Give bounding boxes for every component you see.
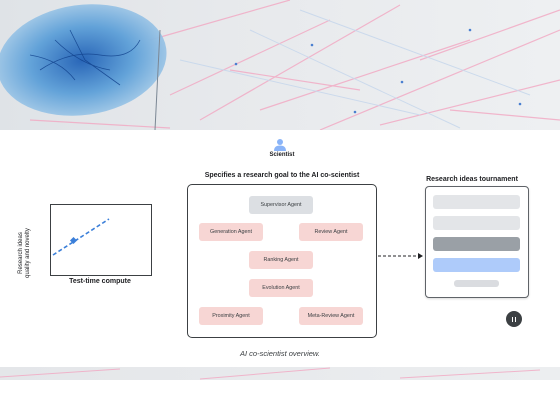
- tournament-label: Research ideas tournament: [426, 176, 518, 183]
- chart-ylabel-line2: quality and novelty: [25, 228, 31, 278]
- arrow-right-icon: [378, 253, 423, 259]
- meta-review-agent: Meta-Review Agent: [299, 307, 363, 325]
- chart-ylabel-line1: Research ideas: [18, 232, 24, 274]
- ranking-agent: Ranking Agent: [249, 251, 313, 269]
- bottom-illustration: [0, 367, 541, 380]
- idea-bar: [433, 195, 520, 209]
- idea-button: [454, 280, 499, 287]
- idea-bar-selected: [433, 237, 520, 251]
- figure-caption: AI co-scientist overview.: [239, 349, 321, 358]
- chart-ylabel: Research ideas quality and novelty: [18, 218, 42, 288]
- review-agent: Review Agent: [299, 223, 363, 241]
- supervisor-agent: Supervisor Agent: [249, 196, 313, 214]
- bottom-spacer: [0, 380, 560, 404]
- co-scientist-panel: Supervisor Agent Generation Agent Review…: [187, 184, 377, 338]
- hero-image: [0, 0, 560, 130]
- pause-icon: [514, 316, 517, 322]
- hero-illustration: [0, 0, 560, 130]
- idea-bar: [433, 216, 520, 230]
- chart-xlabel: Test-time compute: [69, 278, 131, 285]
- pause-icon: [511, 316, 514, 322]
- bottom-image-strip: [0, 367, 560, 404]
- pause-button[interactable]: [506, 311, 522, 327]
- scientist-label: Scientist: [269, 152, 295, 158]
- compute-chart: [50, 204, 152, 276]
- evolution-agent: Evolution Agent: [249, 279, 313, 297]
- goal-label: Specifies a research goal to the AI co-s…: [204, 172, 360, 179]
- proximity-agent: Proximity Agent: [199, 307, 263, 325]
- trend-line: [52, 218, 110, 256]
- generation-agent: Generation Agent: [199, 223, 263, 241]
- tournament-panel: [425, 186, 529, 298]
- idea-bar-highlighted: [433, 258, 520, 272]
- data-marker: [69, 236, 78, 245]
- person-icon: [274, 139, 286, 151]
